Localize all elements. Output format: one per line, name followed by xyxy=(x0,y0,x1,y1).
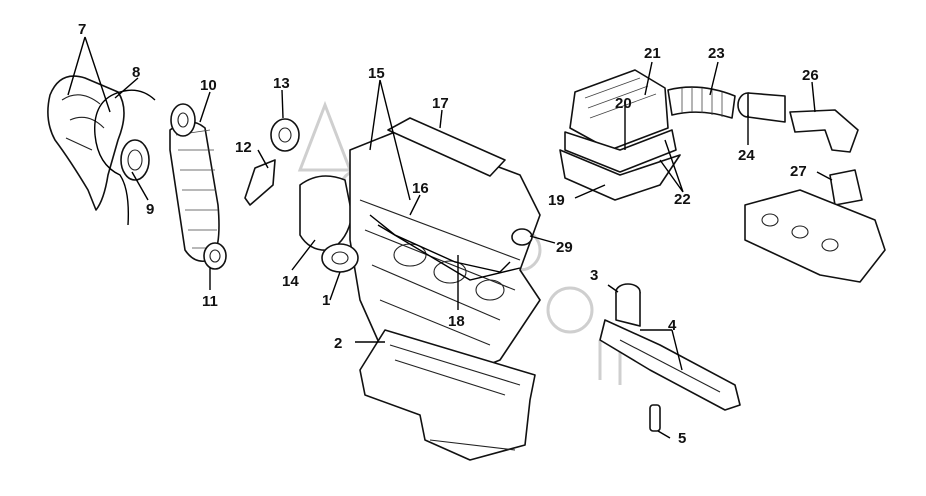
cover-seal xyxy=(94,89,156,226)
callout-21: 21 xyxy=(644,45,661,62)
callout-9: 9 xyxy=(146,201,154,218)
callout-22: 22 xyxy=(674,191,691,208)
idler-pulley xyxy=(203,242,227,270)
fuel-pump xyxy=(615,283,641,327)
airflow-meter xyxy=(737,92,786,123)
callout-20: 20 xyxy=(615,95,632,112)
callout-11: 11 xyxy=(202,293,218,310)
callout-5: 5 xyxy=(678,430,686,447)
air-cleaner xyxy=(559,69,681,201)
leader-lines xyxy=(67,36,833,439)
callout-12: 12 xyxy=(235,139,252,156)
belt-tensioner xyxy=(244,118,300,206)
callout-29: 29 xyxy=(556,239,573,256)
callout-8: 8 xyxy=(132,64,140,81)
callout-10: 10 xyxy=(200,77,217,94)
callout-1: 1 xyxy=(322,292,330,309)
engine-block xyxy=(349,117,541,373)
callout-18: 18 xyxy=(448,313,465,330)
timing-belt-cover xyxy=(47,75,125,211)
callout-labels: 7 8 9 10 11 12 13 14 15 16 17 18 1 2 3 4… xyxy=(78,21,819,447)
intake-hose xyxy=(667,86,736,119)
sensor-29 xyxy=(511,228,533,246)
exhaust-manifold xyxy=(744,169,886,283)
callout-7: 7 xyxy=(78,21,86,38)
injector xyxy=(649,404,661,432)
callout-16: 16 xyxy=(412,180,429,197)
front-housing xyxy=(299,175,353,252)
oil-pan xyxy=(359,329,536,461)
fuel-rail xyxy=(599,319,741,411)
callout-13: 13 xyxy=(273,75,290,92)
callout-17: 17 xyxy=(432,95,449,112)
callout-2: 2 xyxy=(334,335,342,352)
callout-24: 24 xyxy=(738,147,755,164)
callout-23: 23 xyxy=(708,45,725,62)
callout-4: 4 xyxy=(668,317,677,334)
callout-26: 26 xyxy=(802,67,819,84)
callout-19: 19 xyxy=(548,192,565,209)
crank-pulley xyxy=(120,139,150,181)
intake-duct xyxy=(789,109,859,153)
callout-14: 14 xyxy=(282,273,299,290)
water-pump xyxy=(321,243,359,273)
callout-15: 15 xyxy=(368,65,385,82)
callout-27: 27 xyxy=(790,163,807,180)
callout-3: 3 xyxy=(590,267,598,284)
timing-belt xyxy=(169,103,220,263)
